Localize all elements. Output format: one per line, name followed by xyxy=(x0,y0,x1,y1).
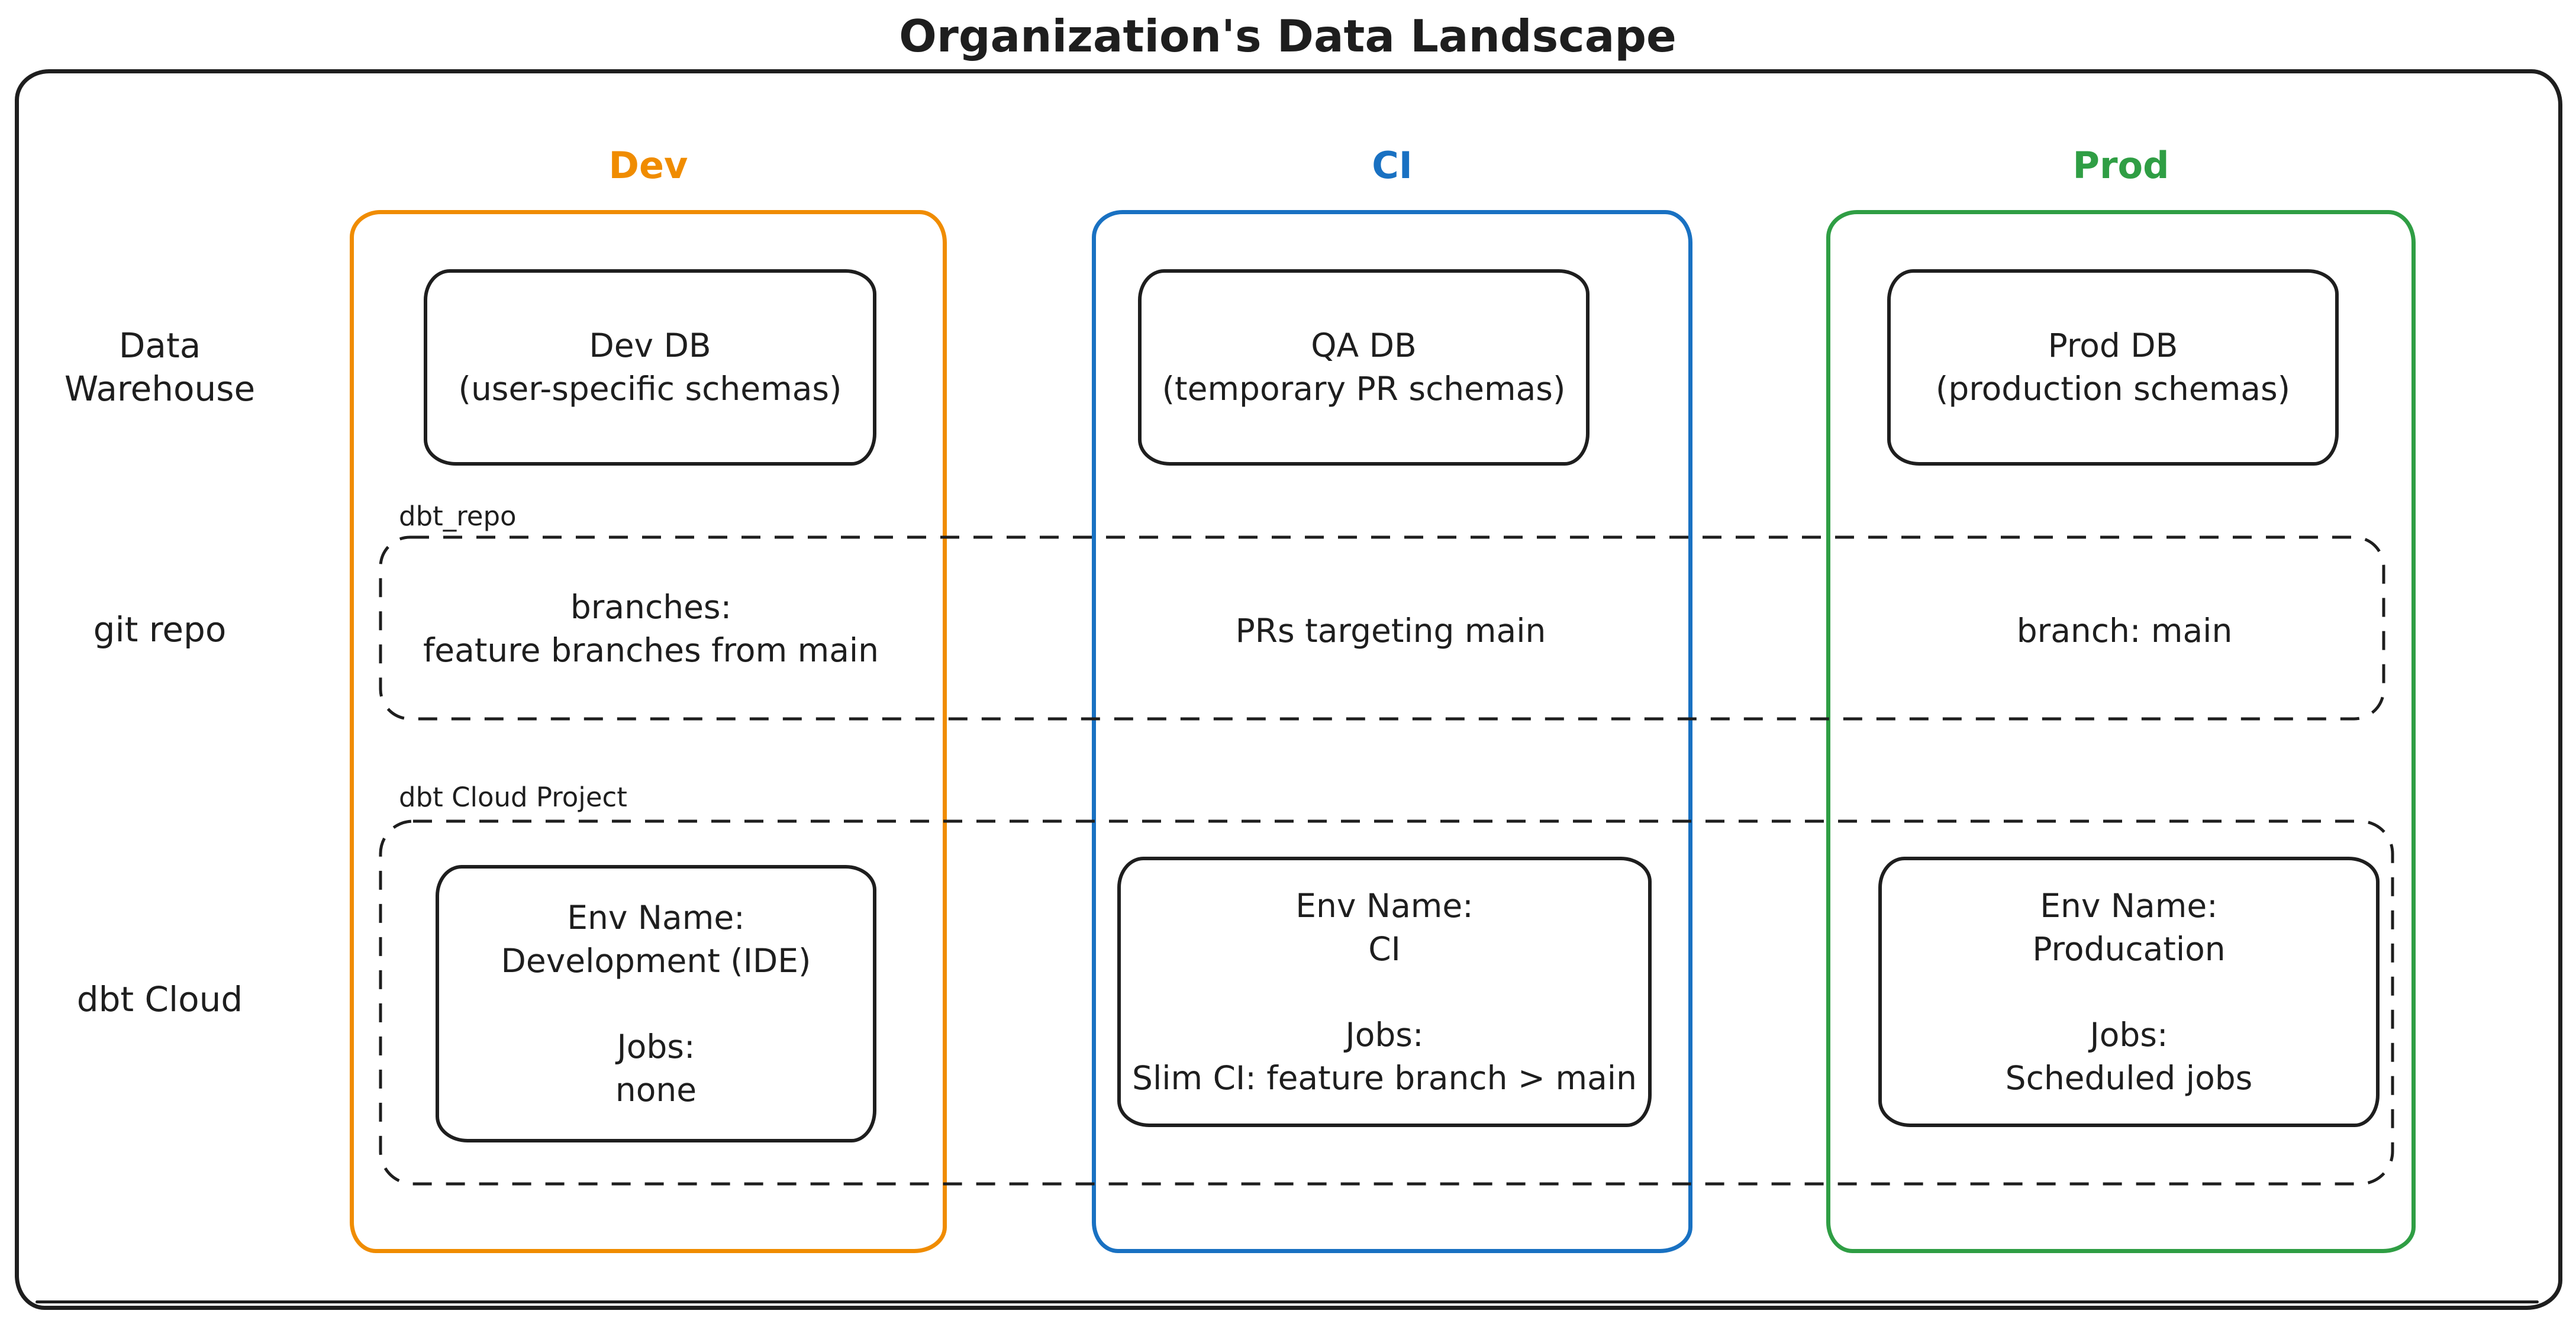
ci-column-box xyxy=(1092,210,1692,1253)
ci-env-node: Env Name: CI Jobs: Slim CI: feature bran… xyxy=(1117,857,1652,1127)
page-title: Organization's Data Landscape xyxy=(899,10,1677,62)
row-label-data-warehouse-line2: Warehouse xyxy=(64,369,256,409)
dev-jobs-block: Jobs: none xyxy=(615,1025,697,1112)
row-label-git-repo: git repo xyxy=(93,609,227,650)
git-repo-dashed-box xyxy=(379,535,2385,721)
git-prod-text: branch: main xyxy=(2016,612,2233,650)
prod-env-name-value: Producation xyxy=(2032,929,2226,968)
landscape-frame xyxy=(15,69,2562,1310)
dev-db-node: Dev DB (user-specific schemas) xyxy=(424,269,876,466)
git-dev-line2: feature branches from main xyxy=(423,631,879,669)
prod-db-node: Prod DB (production schemas) xyxy=(1887,269,2339,466)
dbt-cloud-project-dashed-box xyxy=(379,819,2394,1186)
ci-jobs-label: Jobs: xyxy=(1345,1015,1424,1054)
dev-db-subtitle: (user-specific schemas) xyxy=(458,370,842,408)
dbt-cloud-project-label: dbt Cloud Project xyxy=(399,782,627,813)
dev-env-node: Env Name: Development (IDE) Jobs: none xyxy=(436,865,876,1142)
prod-jobs-value: Scheduled jobs xyxy=(2005,1058,2253,1097)
prod-env-name-block: Env Name: Producation xyxy=(2032,885,2225,971)
qa-db-node: QA DB (temporary PR schemas) xyxy=(1138,269,1590,466)
ci-jobs-block: Jobs: Slim CI: feature branch > main xyxy=(1132,1013,1637,1100)
prod-db-title: Prod DB xyxy=(2048,327,2178,364)
prod-env-name-label: Env Name: xyxy=(2040,886,2218,925)
row-label-dbt-cloud: dbt Cloud xyxy=(76,979,243,1019)
ci-column-header: CI xyxy=(1372,144,1413,187)
ci-jobs-value: Slim CI: feature branch > main xyxy=(1132,1058,1637,1097)
git-dev-line1: branches: xyxy=(570,588,732,626)
row-label-data-warehouse-line1: Data xyxy=(118,325,201,366)
dev-env-name-block: Env Name: Development (IDE) xyxy=(501,896,811,983)
dev-column-header: Dev xyxy=(608,144,688,187)
frame-bottom-overstroke xyxy=(36,1300,2539,1303)
qa-db-title: QA DB xyxy=(1311,327,1417,364)
dev-db-title: Dev DB xyxy=(589,327,711,364)
prod-env-node: Env Name: Producation Jobs: Scheduled jo… xyxy=(1878,857,2380,1127)
ci-env-name-label: Env Name: xyxy=(1295,886,1474,925)
dev-env-name-label: Env Name: xyxy=(567,898,745,937)
prod-jobs-block: Jobs: Scheduled jobs xyxy=(2006,1013,2253,1100)
prod-jobs-label: Jobs: xyxy=(2090,1015,2168,1054)
qa-db-subtitle: (temporary PR schemas) xyxy=(1162,370,1566,408)
prod-column-header: Prod xyxy=(2072,144,2169,187)
ci-env-name-block: Env Name: CI xyxy=(1295,885,1473,971)
prod-db-subtitle: (production schemas) xyxy=(1935,370,2291,408)
row-label-data-warehouse: Data Warehouse xyxy=(24,324,296,411)
prod-column-box xyxy=(1826,210,2416,1253)
dev-jobs-label: Jobs: xyxy=(617,1027,695,1066)
git-dev-text: branches: feature branches from main xyxy=(379,586,923,672)
dev-env-name-value: Development (IDE) xyxy=(501,941,811,980)
dev-jobs-value: none xyxy=(615,1070,697,1109)
dbt-repo-label: dbt_repo xyxy=(399,501,517,532)
git-ci-text: PRs targeting main xyxy=(1235,612,1546,650)
dev-column-box xyxy=(350,210,947,1253)
ci-env-name-value: CI xyxy=(1368,929,1401,968)
